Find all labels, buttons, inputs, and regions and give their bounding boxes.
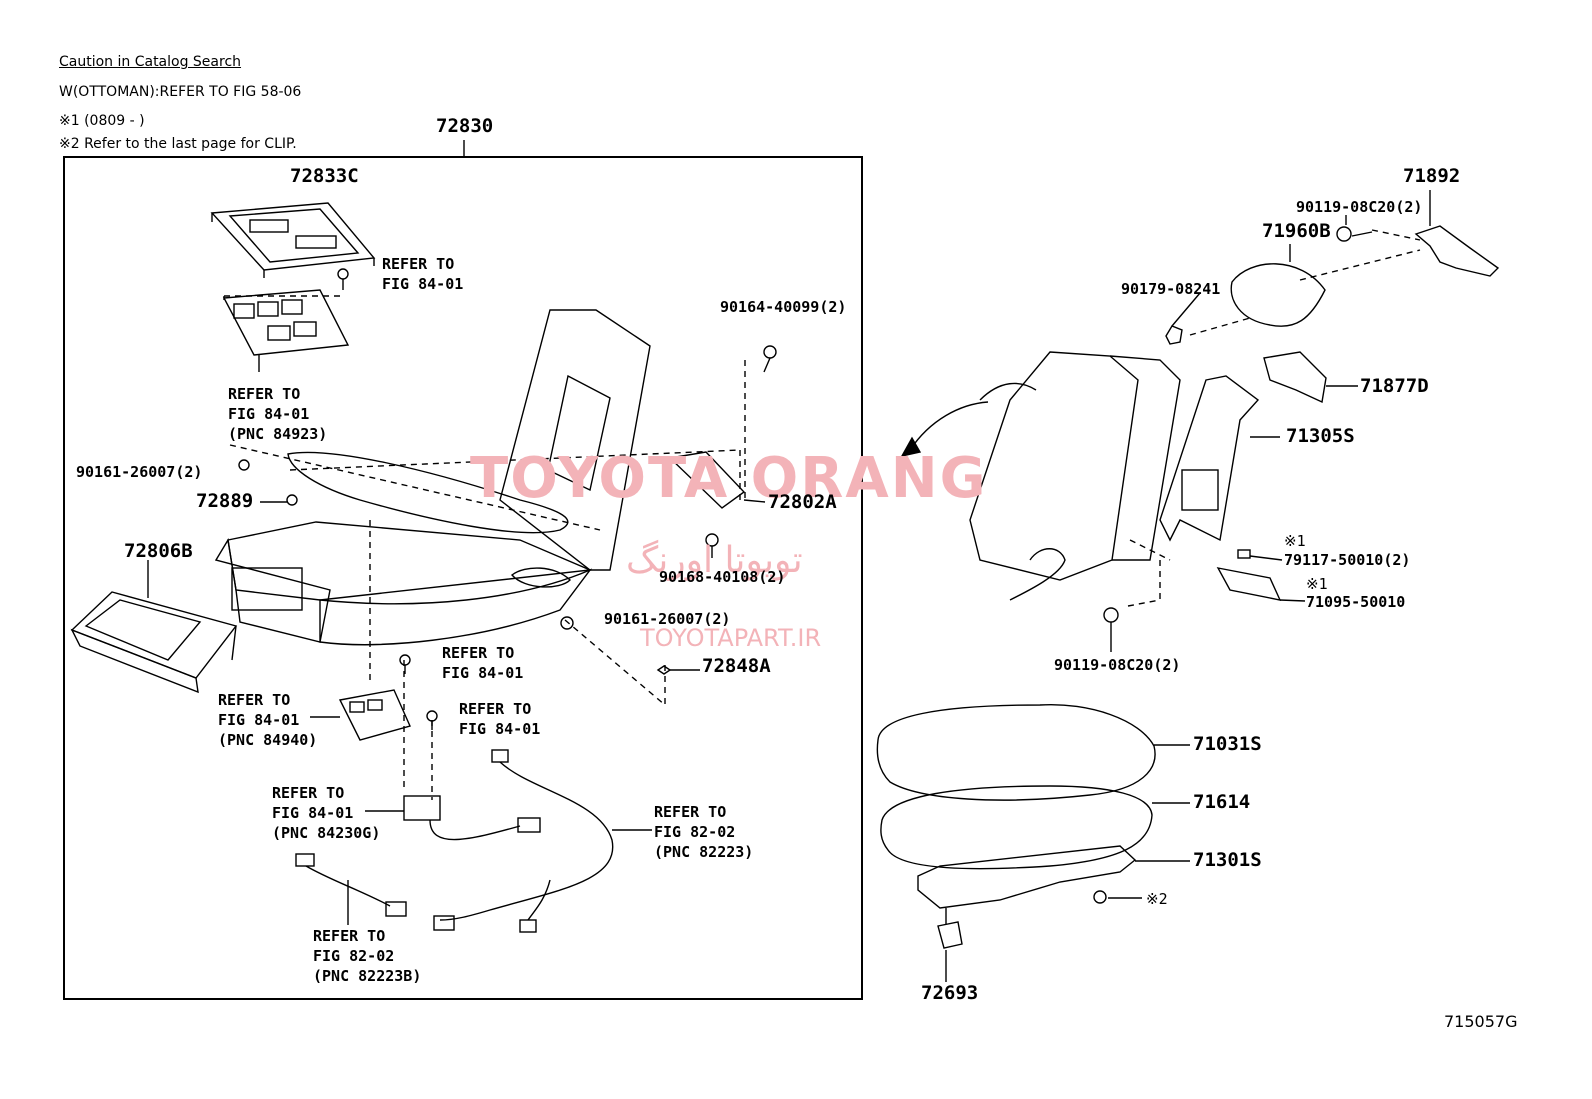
switch-module-84923 [222, 289, 350, 372]
label-72848a: 72848A [702, 655, 771, 677]
label-90119-08c20-b: 90119-08C20(2) [1054, 656, 1181, 674]
caution-link[interactable]: Caution in Catalog Search [59, 54, 242, 70]
figure-code: 715057G [1444, 1012, 1518, 1031]
label-72833c: 72833C [290, 165, 359, 187]
label-72693: 72693 [921, 982, 979, 1004]
watermark-persian: تویوتا اورنگ [626, 540, 803, 581]
note-x1-b: ※1 [1306, 575, 1328, 593]
frame-71305s [1159, 375, 1280, 542]
label-71960b: 71960B [1262, 220, 1331, 242]
label-71031s: 71031S [1193, 733, 1262, 755]
seat-back [969, 351, 1181, 601]
console-backrest [499, 309, 651, 588]
label-72802a: 72802A [768, 491, 837, 513]
label-71301s: 71301S [1193, 849, 1262, 871]
bracket-71892 [1414, 190, 1500, 277]
armrest-pad [287, 451, 569, 534]
label-72806b: 72806B [124, 540, 193, 562]
watermark-brand: TOYOTA ORANG [470, 446, 988, 511]
harness-82223 [433, 749, 652, 933]
label-90161-26007-a: 90161-26007(2) [76, 463, 203, 481]
note-x1-a: ※1 [1284, 532, 1306, 550]
label-71892: 71892 [1403, 165, 1461, 187]
console-base [214, 521, 593, 646]
knob-72693 [937, 921, 963, 949]
pad-71960b [1230, 263, 1326, 327]
label-71305s: 71305S [1286, 425, 1355, 447]
cushion-71614 [880, 785, 1153, 870]
label-90161-26007-b: 90161-26007(2) [604, 610, 731, 628]
cushion-71031s [876, 703, 1156, 801]
cup-holder-72806b [70, 560, 238, 694]
label-72830: 72830 [436, 115, 494, 137]
cover-71877d [1263, 351, 1327, 404]
label-79117-50010: 79117-50010(2) [1284, 551, 1411, 569]
note-x2: ※2 [1146, 890, 1168, 908]
sensor-84230g [365, 795, 541, 841]
label-72889: 72889 [196, 490, 254, 512]
label-71095-50010: 71095-50010 [1306, 593, 1406, 611]
note-2: ※2 Refer to the last page for CLIP. [59, 136, 297, 152]
tray-72833c [210, 202, 376, 278]
label-71877d: 71877D [1360, 375, 1429, 397]
harness-82223b [295, 853, 407, 925]
frame-71301s [917, 845, 1137, 909]
watermark-site: TOYOTAPART.IR [640, 624, 822, 652]
assembly-frame [63, 156, 863, 1000]
label-90164-40099: 90164-40099(2) [720, 298, 847, 316]
label-71614: 71614 [1193, 791, 1251, 813]
note-1: ※1 (0809 - ) [59, 113, 145, 129]
direction-arrow [909, 401, 989, 451]
label-90179-08241: 90179-08241 [1121, 280, 1221, 298]
label-90168-40108: 90168-40108(2) [659, 568, 786, 586]
switch-84940 [310, 689, 411, 741]
ottoman-note: W(OTTOMAN):REFER TO FIG 58-06 [59, 84, 302, 100]
label-90119-08c20-a: 90119-08C20(2) [1296, 198, 1423, 216]
bracket-72802a [668, 451, 746, 509]
screws-left [238, 345, 777, 730]
